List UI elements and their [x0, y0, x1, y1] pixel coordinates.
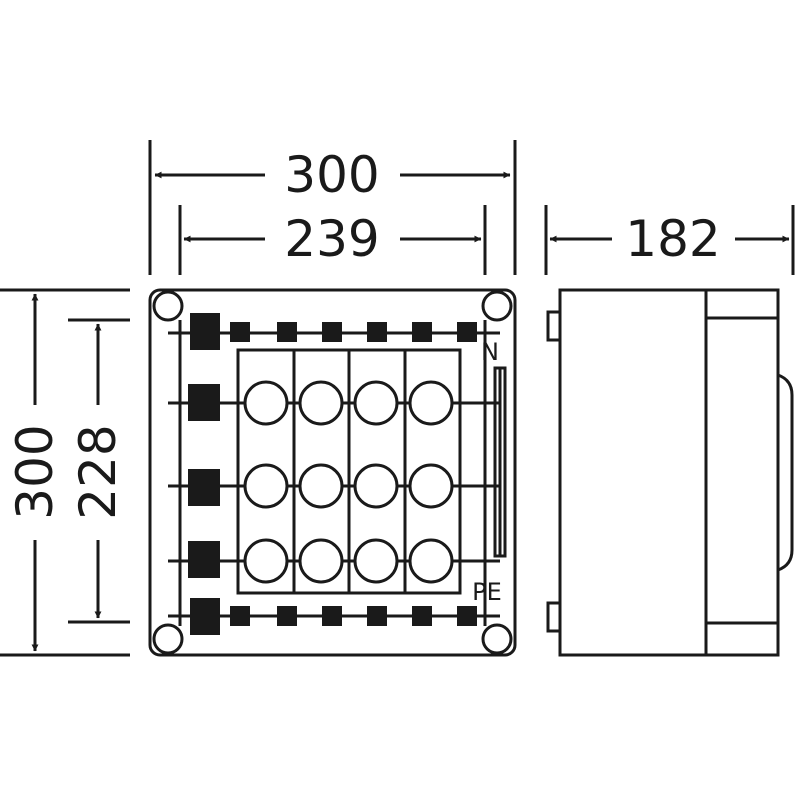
terminal-block-top-main [190, 313, 220, 350]
terminal-block-bottom [277, 606, 297, 626]
dim-label-height-inner: 228 [69, 424, 127, 519]
terminal-block-bottom [230, 606, 250, 626]
dimension-annotations [0, 140, 795, 657]
mounting-tab-bottom [546, 601, 562, 633]
terminal-block-top [230, 322, 250, 342]
fuse-holder [353, 380, 399, 426]
side-housing-outline [558, 288, 780, 657]
label-protective-earth: PE [472, 578, 502, 606]
terminal-block-top [277, 322, 297, 342]
fuse-holder [408, 463, 454, 509]
dim-label-depth: 182 [625, 210, 720, 268]
dim-label-width-inner: 239 [284, 210, 379, 268]
corner-screw-top-right [481, 290, 513, 322]
fuse-holder [243, 380, 289, 426]
terminal-block-bottom [457, 606, 477, 626]
corner-screw-bottom-right [481, 623, 513, 655]
fuse-holder [243, 538, 289, 584]
terminal-block-top [367, 322, 387, 342]
fuse-holder [353, 463, 399, 509]
terminal-blocks [188, 313, 477, 635]
terminal-block-top [412, 322, 432, 342]
dim-label-height-outer: 300 [6, 424, 64, 519]
fuse-holder [298, 538, 344, 584]
corner-screw-bottom-left [152, 623, 184, 655]
terminal-block-bottom [412, 606, 432, 626]
front-housing-outline [148, 288, 517, 657]
fuse-holder [298, 463, 344, 509]
lid-bulge [777, 373, 794, 572]
fuse-holder [353, 538, 399, 584]
terminal-block-bottom [367, 606, 387, 626]
terminal-block-left [188, 384, 220, 421]
side-view [546, 288, 794, 657]
label-neutral: N [481, 338, 499, 366]
terminal-block-top [457, 322, 477, 342]
fuse-holder [408, 380, 454, 426]
corner-screw-top-left [152, 290, 184, 322]
fuse-holder [298, 380, 344, 426]
mounting-tab-top [546, 310, 562, 342]
terminal-block-bottom-main [190, 598, 220, 635]
terminal-block-left [188, 541, 220, 578]
fuse-holders [243, 380, 454, 584]
fuse-holder [243, 463, 289, 509]
terminal-block-top [322, 322, 342, 342]
fuse-holder [408, 538, 454, 584]
terminal-block-left [188, 469, 220, 506]
dim-label-width-outer: 300 [284, 146, 379, 204]
terminal-block-bottom [322, 606, 342, 626]
